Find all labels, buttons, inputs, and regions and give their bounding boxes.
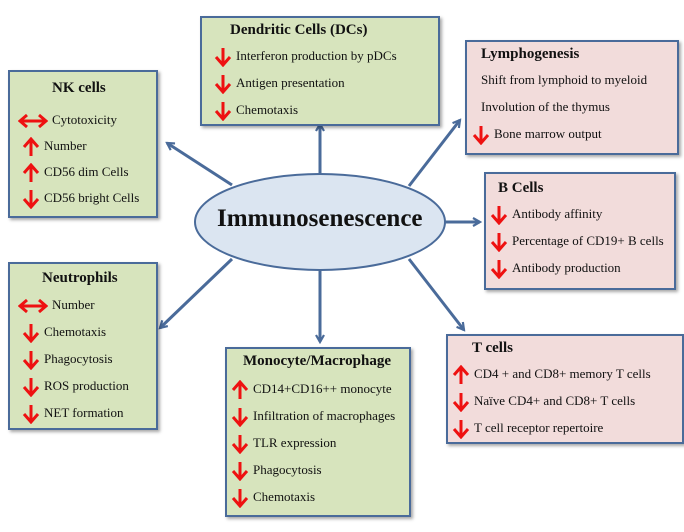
down-arrow-icon bbox=[214, 47, 232, 68]
list-item: Naïve CD4+ and CD8+ T cells bbox=[474, 393, 636, 408]
down-arrow-icon bbox=[22, 323, 40, 344]
down-arrow-icon bbox=[452, 392, 470, 413]
down-arrow-icon bbox=[231, 407, 249, 428]
arrow-to-nk bbox=[167, 141, 233, 187]
down-arrow-icon bbox=[490, 232, 508, 253]
list-item: Chemotaxis bbox=[44, 324, 107, 339]
list-item: Cytotoxicity bbox=[52, 112, 117, 127]
down-arrow-icon bbox=[231, 488, 249, 509]
center-label: Immunosenescence bbox=[217, 205, 423, 232]
list-item: CD4 + and CD8+ memory T cells bbox=[474, 366, 651, 381]
list-item: Percentage of CD19+ B cells bbox=[512, 233, 664, 248]
down-arrow-icon bbox=[22, 350, 40, 371]
list-item: Infiltration of macrophages bbox=[253, 408, 396, 423]
box-title: T cells bbox=[472, 340, 513, 356]
list-item: Antibody production bbox=[512, 260, 621, 275]
down-arrow-icon bbox=[452, 419, 470, 440]
center-ellipse bbox=[194, 173, 446, 271]
down-arrow-icon bbox=[490, 205, 508, 226]
down-arrow-icon bbox=[22, 404, 40, 425]
list-item: CD56 dim Cells bbox=[44, 164, 129, 179]
list-item: TLR expression bbox=[253, 435, 337, 450]
list-item: CD56 bright Cells bbox=[44, 190, 140, 205]
down-arrow-icon bbox=[231, 461, 249, 482]
down-arrow-icon bbox=[490, 259, 508, 280]
list-item: T cell receptor repertoire bbox=[474, 420, 604, 435]
left-right-arrow-icon bbox=[17, 296, 49, 316]
box-title: Dendritic Cells (DCs) bbox=[230, 22, 368, 38]
list-item: Phagocytosis bbox=[253, 462, 322, 477]
box-title: B Cells bbox=[498, 180, 544, 196]
down-arrow-icon bbox=[472, 125, 490, 146]
box-title: NK cells bbox=[52, 80, 106, 96]
up-arrow-icon bbox=[22, 162, 40, 183]
down-arrow-icon bbox=[214, 101, 232, 122]
up-arrow-icon bbox=[22, 136, 40, 157]
list-item: Chemotaxis bbox=[253, 489, 316, 504]
box-title: Neutrophils bbox=[42, 270, 118, 286]
arrow-to-neutrophils bbox=[160, 257, 234, 328]
up-arrow-icon bbox=[452, 364, 470, 385]
list-item: ROS production bbox=[44, 378, 129, 393]
arrow-to-tcells bbox=[407, 258, 464, 330]
box-title: Monocyte/Macrophage bbox=[243, 353, 392, 369]
list-item: Antigen presentation bbox=[236, 75, 345, 90]
down-arrow-icon bbox=[231, 434, 249, 455]
box-title: Lymphogenesis bbox=[481, 46, 580, 62]
list-item: Antibody affinity bbox=[512, 206, 603, 221]
down-arrow-icon bbox=[22, 189, 40, 210]
list-item: Chemotaxis bbox=[236, 102, 299, 117]
arrow-to-lymphogenesis bbox=[407, 120, 460, 187]
down-arrow-icon bbox=[22, 377, 40, 398]
list-item: NET formation bbox=[44, 405, 124, 420]
list-item: Shift from lymphoid to myeloid bbox=[481, 72, 648, 87]
list-item: Number bbox=[52, 297, 95, 312]
down-arrow-icon bbox=[214, 74, 232, 95]
list-item: Interferon production by pDCs bbox=[236, 48, 397, 63]
dendritic-cells-box: Dendritic Cells (DCs) Interferon producti… bbox=[200, 16, 440, 126]
list-item: CD14+CD16++ monocyte bbox=[253, 381, 392, 396]
list-item: Bone marrow output bbox=[494, 126, 602, 141]
list-item: Involution of the thymus bbox=[481, 99, 610, 114]
list-item: Number bbox=[44, 138, 87, 153]
list-item: Phagocytosis bbox=[44, 351, 113, 366]
up-arrow-icon bbox=[231, 379, 249, 400]
left-right-arrow-icon bbox=[17, 111, 49, 131]
